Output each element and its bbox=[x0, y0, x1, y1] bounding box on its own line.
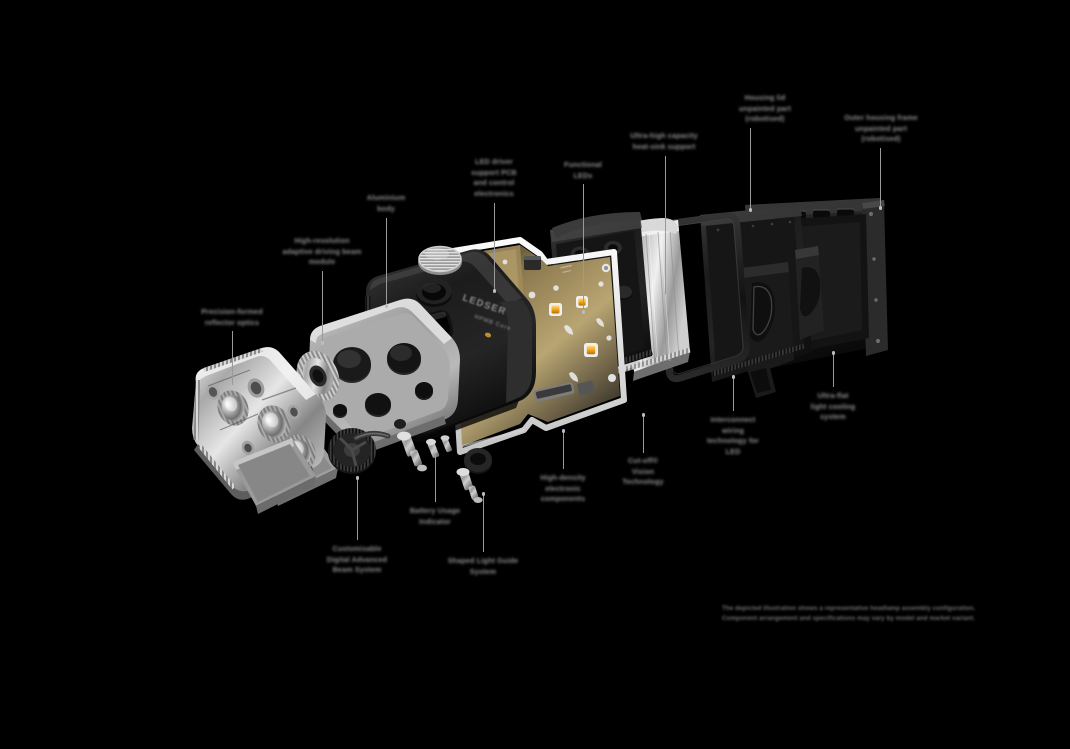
part-outer-housing-frame bbox=[745, 198, 888, 372]
callout-aluminium-body: Aluminium body bbox=[366, 193, 406, 213]
part-grey-bezel-plate bbox=[250, 298, 460, 506]
leader-line-cut-off-vision bbox=[641, 413, 647, 453]
leader-line-battery-usage bbox=[433, 449, 439, 502]
leader-line-functional-leds bbox=[581, 184, 587, 314]
callout-light-guide: Shaped Light Guide System bbox=[447, 556, 519, 576]
part-actuator-shaft bbox=[261, 351, 340, 411]
leader-line-housing-lid bbox=[748, 128, 754, 212]
svg-text:HPMB Core: HPMB Core bbox=[473, 314, 511, 332]
leader-line-ultra-flat-cooling bbox=[831, 351, 837, 387]
leader-line-reflector-optics bbox=[230, 331, 236, 389]
callout-led-driver: LED driver support PCB and control elect… bbox=[471, 157, 517, 198]
callout-reflector-optics: Precision-formed reflector optics bbox=[201, 307, 263, 327]
leader-line-led-driver bbox=[492, 203, 498, 293]
leader-line-digital-advanced-beam bbox=[355, 476, 361, 540]
callout-heat-management: Ultra-high capacity heat-sink support bbox=[630, 131, 698, 151]
footnote-disclaimer: The depicted illustration shows a repres… bbox=[722, 605, 976, 622]
leader-line-outer-housing bbox=[878, 148, 884, 210]
vent-cap bbox=[418, 245, 462, 275]
leader-line-interconnect-wiring bbox=[731, 375, 737, 411]
callout-projector-module: High-resolution adaptive driving beam mo… bbox=[282, 236, 362, 266]
callout-digital-advanced-beam: Customisable Digital Advanced Beam Syste… bbox=[326, 544, 388, 574]
leader-line-high-density-electronic bbox=[561, 429, 567, 469]
leader-line-aluminium-body bbox=[384, 218, 390, 308]
callout-cut-off-vision: Cut-off® Vision Technology bbox=[622, 456, 664, 486]
callout-functional-leds: Functional LEDs bbox=[564, 160, 602, 180]
callout-outer-housing-frame: Outer housing frame unpainted part (robo… bbox=[844, 113, 918, 143]
callout-high-density-electronic: High-density electronic components bbox=[540, 473, 586, 503]
leader-line-heat-management bbox=[663, 156, 669, 298]
callout-ultra-flat-cooling: Ultra-flat light cooling system bbox=[810, 391, 856, 421]
callout-housing-lid: Housing lid unpainted part (robotised) bbox=[738, 93, 791, 123]
part-aluminium-body: LEDSER HPMB Core bbox=[364, 245, 536, 443]
callout-interconnect-wiring: Interconnect wiring technology for LED bbox=[706, 415, 759, 456]
leader-line-projector-module bbox=[320, 271, 326, 345]
part-mid-black-frame bbox=[550, 212, 653, 384]
part-led-pcb-module bbox=[444, 237, 627, 455]
part-housing-lid bbox=[700, 205, 824, 398]
part-sealing-gasket bbox=[655, 212, 750, 383]
part-fasteners-cluster bbox=[328, 428, 492, 503]
part-reflector-optics-module bbox=[192, 347, 326, 514]
callout-battery-usage: Battery Usage Indicator bbox=[409, 506, 461, 526]
leader-line-light-guide bbox=[481, 492, 487, 552]
part-heatsink-block bbox=[603, 218, 691, 381]
svg-text:LEDSER: LEDSER bbox=[461, 292, 508, 317]
